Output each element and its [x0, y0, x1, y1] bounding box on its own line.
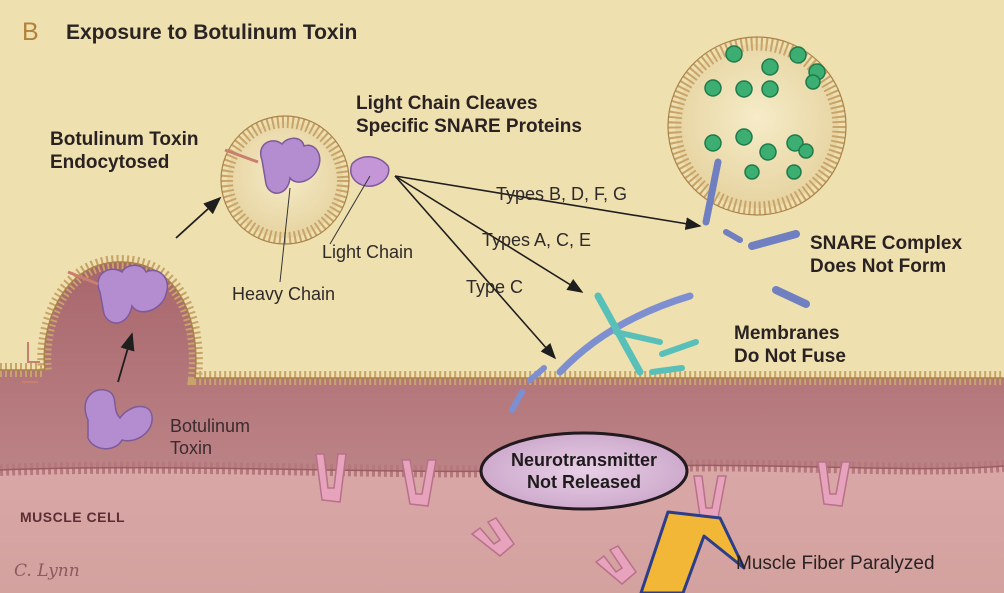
snare-line-1: SNARE Complex [810, 233, 963, 254]
membranes-label: Membranes Do Not Fuse [734, 322, 846, 368]
neurotransmitter-oval [479, 431, 689, 511]
endocytosed-line-1: Botulinum Toxin [50, 129, 199, 150]
endocytosis-arrows [117, 196, 222, 383]
endocytic-vesicle-edge [220, 115, 350, 245]
heavy-chain-label: Heavy Chain [232, 284, 336, 304]
artist-signature: C. Lynn [14, 561, 80, 581]
muscle-cell-label: MUSCLE CELL [20, 509, 126, 525]
neurotransmitter-molecules [704, 45, 826, 180]
endocytosed-label: Botulinum Toxin Endocytosed [50, 128, 198, 174]
cleaves-label: Light Chain Cleaves Specific SNARE Prote… [356, 92, 582, 138]
endocytosed-line-2: Endocytosed [50, 152, 170, 174]
type-c-label: Type C [466, 277, 524, 297]
cleavage-arrows [394, 175, 702, 360]
neurotransmitter-line-2: Not Released [526, 471, 642, 492]
toxin-line-2: Toxin [170, 437, 213, 458]
paralyzed-label: Muscle Fiber Paralyzed [736, 553, 935, 574]
panel-letter: B [22, 18, 39, 46]
toxin-label: Botulinum Toxin [170, 416, 250, 460]
neurotransmitter-line-1: Neurotransmitter [510, 450, 658, 470]
toxin-outside [84, 389, 153, 450]
types-ace-label: Types A, C, E [482, 230, 592, 250]
leader-lines [279, 175, 371, 283]
toxin-line-1: Botulinum [170, 416, 251, 436]
membranes-line-2: Do Not Fuse [734, 346, 846, 368]
types-bdfg-label: Types B, D, F, G [496, 184, 628, 204]
snare-line-2: Does Not Form [810, 256, 947, 278]
snare-label: SNARE Complex Does Not Form [810, 232, 962, 278]
neurotransmitter-label: Neurotransmitter Not Released [480, 450, 688, 494]
highlight-arrow [639, 510, 746, 593]
toxin-entering [67, 264, 169, 324]
receptors [315, 453, 851, 585]
panel-title: Exposure to Botulinum Toxin [66, 21, 358, 44]
snare-proteins [509, 158, 810, 413]
cleaves-line-2: Specific SNARE Proteins [356, 116, 582, 138]
membrane-marks [22, 342, 40, 383]
synaptic-vesicle-edge [667, 36, 847, 216]
presynaptic-membrane-edge [0, 261, 1004, 379]
membranes-line-1: Membranes [734, 323, 840, 344]
cleaves-line-1: Light Chain Cleaves [356, 93, 538, 114]
toxin-in-vesicle [224, 137, 390, 194]
light-chain-label: Light Chain [322, 242, 414, 262]
